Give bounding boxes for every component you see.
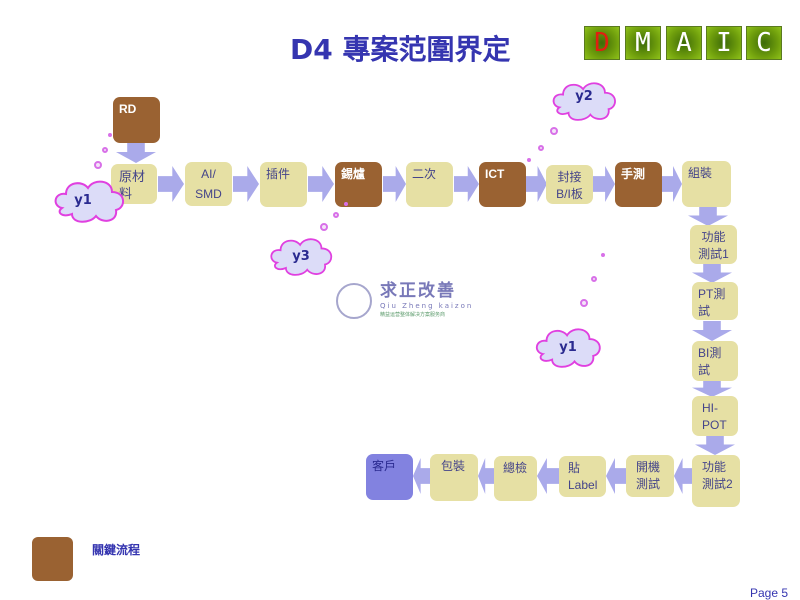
cloud-y1-second: y1	[532, 326, 604, 368]
arrow	[593, 166, 615, 202]
node-boot-test: 開機測試	[626, 455, 674, 497]
arrow	[413, 458, 430, 494]
thought-dot	[538, 145, 544, 151]
node-insert: 插件	[260, 162, 307, 207]
arrow	[692, 380, 732, 397]
cloud-y1: y1	[52, 178, 126, 223]
cloud-y3: y3	[266, 236, 336, 276]
node-hipot: HI-POT	[692, 396, 738, 436]
node-rd: RD	[113, 97, 160, 143]
arrow	[537, 458, 559, 494]
arrow	[233, 166, 259, 202]
node-function-test-2: 功能測試2	[692, 455, 740, 507]
arrow	[695, 436, 735, 455]
thought-dot	[580, 299, 588, 307]
arrow	[308, 166, 334, 202]
node-assembly: 組裝	[682, 161, 731, 207]
cloud-label: y1	[74, 193, 92, 208]
thought-dot	[333, 212, 339, 218]
dmaic-i: I	[706, 26, 742, 60]
node-seal: 封接 B/I板	[546, 165, 593, 204]
node-ai-smd-line2: SMD	[195, 187, 222, 201]
thought-dot	[94, 161, 102, 169]
node-ai-smd-line1: AI/	[201, 167, 216, 181]
node-bi-test: BI測試	[692, 341, 738, 381]
dmaic-c: C	[746, 26, 782, 60]
node-label-line1: 貼	[568, 461, 581, 475]
cloud-label: y1	[559, 339, 577, 355]
arrow	[692, 264, 732, 283]
thought-dot	[102, 147, 108, 153]
node-solder: 錫爐	[335, 162, 382, 207]
node-label: 貼 Label	[559, 456, 606, 497]
thought-dot	[527, 158, 531, 162]
node-second: 二次	[406, 162, 453, 207]
cloud-y2: y2	[550, 80, 618, 121]
node-packing: 包裝	[430, 454, 478, 501]
arrow	[606, 458, 626, 494]
node-hand-test: 手測	[615, 162, 662, 207]
page-title: D4 專案范圍界定	[290, 33, 511, 66]
dmaic-a: A	[666, 26, 702, 60]
arrow	[526, 166, 547, 202]
cloud-label: y3	[292, 248, 310, 264]
page-number: Page 5	[750, 586, 789, 600]
thought-dot	[601, 253, 605, 257]
arrow	[158, 166, 184, 202]
node-ai-smd: AI/SMD	[185, 162, 232, 206]
node-seal-line1: 封接	[557, 170, 582, 184]
node-pt-test: PT測試	[692, 282, 738, 320]
node-ict: ICT	[479, 162, 526, 207]
dmaic-m: M	[625, 26, 661, 60]
dmaic-d: D	[584, 26, 620, 60]
arrow	[688, 207, 728, 226]
arrow	[383, 166, 406, 202]
arrow	[478, 458, 494, 494]
arrow	[454, 166, 479, 202]
thought-dot	[320, 223, 328, 231]
watermark-logo-icon	[336, 283, 372, 319]
legend-key-swatch	[32, 537, 73, 581]
thought-dot	[550, 127, 558, 135]
cloud-label: y2	[575, 89, 593, 104]
node-label-line2: Label	[568, 478, 598, 492]
arrow	[674, 458, 693, 494]
watermark-pinyin: Qiu Zheng kaizon	[380, 302, 474, 310]
watermark: 求正改善 Qiu Zheng kaizon 精益运营整体解决方案服务商	[380, 281, 473, 319]
arrow	[662, 166, 682, 202]
arrow-rd-raw	[116, 143, 156, 163]
node-function-test-1: 功能測試1	[690, 225, 737, 264]
watermark-tagline: 精益运营整体解决方案服务商	[380, 312, 446, 318]
legend-label: 關鍵流程	[92, 543, 141, 557]
arrow	[692, 321, 732, 341]
thought-dot	[344, 202, 348, 206]
node-seal-line2: B/I板	[556, 187, 583, 201]
node-customer: 客戶	[366, 454, 413, 500]
thought-dot	[591, 276, 597, 282]
watermark-name: 求正改善	[380, 281, 456, 301]
node-final-inspection: 總檢	[494, 456, 537, 501]
thought-dot	[108, 133, 112, 137]
